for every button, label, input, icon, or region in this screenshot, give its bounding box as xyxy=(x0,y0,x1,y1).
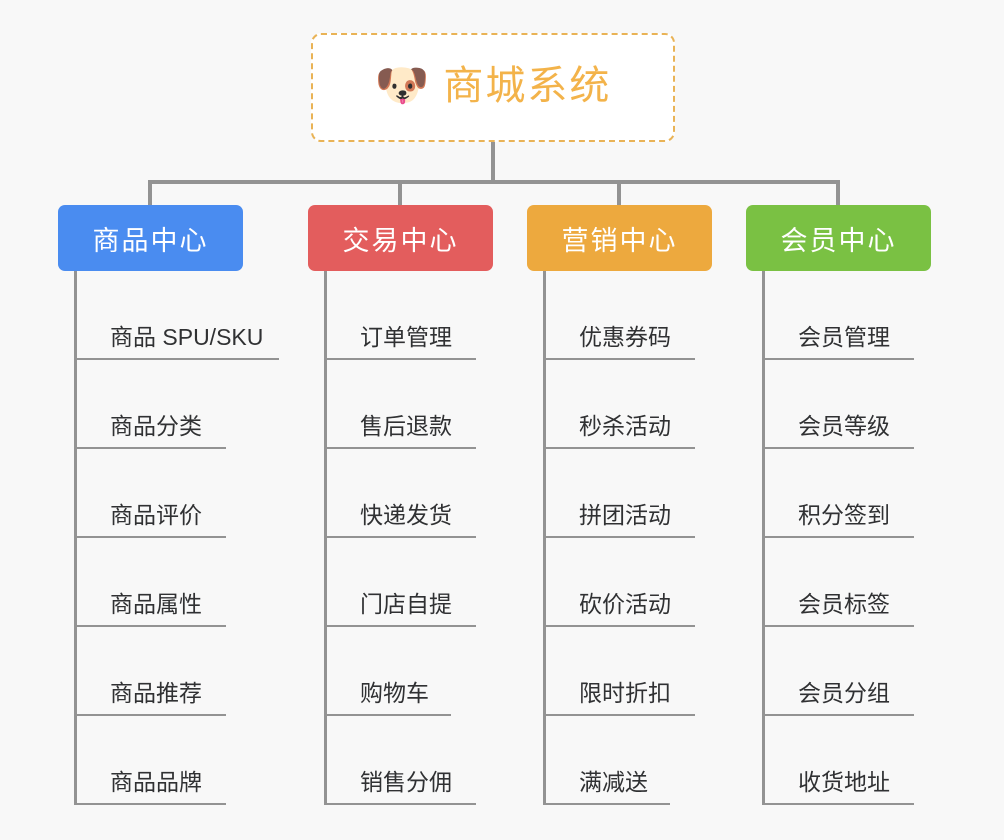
leaf-item-label: 销售分佣 xyxy=(360,769,452,795)
leaf-item[interactable]: 会员管理 xyxy=(762,271,924,360)
leaf-item[interactable]: 限时折扣 xyxy=(543,627,705,716)
leaf-item-underline xyxy=(762,625,914,627)
leaf-item-label: 商品推荐 xyxy=(110,680,202,706)
connector-drop-product-center xyxy=(148,180,152,205)
leaf-item-label: 限时折扣 xyxy=(579,680,671,706)
leaf-item-underline xyxy=(762,358,914,360)
leaf-item[interactable]: 砍价活动 xyxy=(543,538,705,627)
leaf-item-label: 会员分组 xyxy=(798,680,890,706)
leaf-item[interactable]: 快递发货 xyxy=(324,449,486,538)
leaf-item-label: 会员等级 xyxy=(798,413,890,439)
category-box-label: 交易中心 xyxy=(342,225,459,256)
leaf-item[interactable]: 商品分类 xyxy=(74,360,236,449)
connector-root-stem xyxy=(491,142,495,184)
column-spine-member-center xyxy=(762,271,765,805)
leaf-item-label: 砍价活动 xyxy=(579,591,671,617)
connector-drop-member-center xyxy=(836,180,840,205)
leaf-item[interactable]: 商品 SPU/SKU xyxy=(74,271,289,360)
leaf-item-underline xyxy=(762,447,914,449)
leaf-item-underline xyxy=(762,803,914,805)
leaf-item[interactable]: 商品属性 xyxy=(74,538,236,627)
leaf-item[interactable]: 拼团活动 xyxy=(543,449,705,538)
leaf-item-label: 商品品牌 xyxy=(110,769,202,795)
leaf-item-label: 收货地址 xyxy=(798,769,890,795)
leaf-item-underline xyxy=(74,714,226,716)
category-box-trade-center[interactable]: 交易中心 xyxy=(308,205,493,271)
leaf-item[interactable]: 商品品牌 xyxy=(74,716,236,805)
leaf-item[interactable]: 订单管理 xyxy=(324,271,486,360)
leaf-item-label: 积分签到 xyxy=(798,502,890,528)
leaf-item-underline xyxy=(324,536,476,538)
column-spine-product-center xyxy=(74,271,77,805)
leaf-item[interactable]: 会员分组 xyxy=(762,627,924,716)
leaf-item-label: 会员标签 xyxy=(798,591,890,617)
leaf-item-label: 优惠券码 xyxy=(579,324,671,350)
connector-drop-trade-center xyxy=(398,180,402,205)
leaf-item-label: 售后退款 xyxy=(360,413,452,439)
leaf-item[interactable]: 会员标签 xyxy=(762,538,924,627)
leaf-item-underline xyxy=(324,447,476,449)
leaf-item-underline xyxy=(762,714,914,716)
leaf-item-underline xyxy=(543,536,695,538)
leaf-item-label: 拼团活动 xyxy=(579,502,671,528)
leaf-item[interactable]: 售后退款 xyxy=(324,360,486,449)
leaf-item-underline xyxy=(74,447,226,449)
leaf-item-underline xyxy=(74,358,279,360)
leaf-item-label: 订单管理 xyxy=(360,324,452,350)
leaf-item-underline xyxy=(543,714,695,716)
leaf-item-underline xyxy=(324,803,476,805)
column-spine-marketing-center xyxy=(543,271,546,805)
leaf-item-underline xyxy=(74,803,226,805)
column-member-center: 会员管理会员等级积分签到会员标签会员分组收货地址 xyxy=(762,271,992,805)
leaf-item[interactable]: 收货地址 xyxy=(762,716,924,805)
connector-drop-marketing-center xyxy=(617,180,621,205)
leaf-item[interactable]: 商品评价 xyxy=(74,449,236,538)
leaf-item-underline xyxy=(324,358,476,360)
leaf-item-underline xyxy=(324,625,476,627)
leaf-item-label: 会员管理 xyxy=(798,324,890,350)
leaf-item-underline xyxy=(74,625,226,627)
leaf-item-label: 秒杀活动 xyxy=(579,413,671,439)
column-marketing-center: 优惠券码秒杀活动拼团活动砍价活动限时折扣满减送 xyxy=(543,271,773,805)
leaf-item-underline xyxy=(324,714,451,716)
category-box-marketing-center[interactable]: 营销中心 xyxy=(527,205,712,271)
dog-face-icon: 🐶 xyxy=(374,60,430,110)
leaf-item-underline xyxy=(74,536,226,538)
category-box-member-center[interactable]: 会员中心 xyxy=(746,205,931,271)
leaf-item-label: 满减送 xyxy=(579,769,648,795)
leaf-item-underline xyxy=(543,625,695,627)
leaf-item-underline xyxy=(543,447,695,449)
leaf-item-label: 购物车 xyxy=(360,680,429,706)
leaf-item[interactable]: 销售分佣 xyxy=(324,716,486,805)
leaf-item[interactable]: 秒杀活动 xyxy=(543,360,705,449)
leaf-item-label: 商品属性 xyxy=(110,591,202,617)
category-box-label: 商品中心 xyxy=(92,225,209,256)
category-box-label: 营销中心 xyxy=(561,225,678,256)
leaf-item-label: 商品分类 xyxy=(110,413,202,439)
connector-horizontal-bar xyxy=(148,180,840,184)
category-box-label: 会员中心 xyxy=(780,225,897,256)
root-node-content: 🐶 商城系统 xyxy=(374,60,612,110)
leaf-item-label: 商品评价 xyxy=(110,502,202,528)
leaf-item[interactable]: 购物车 xyxy=(324,627,461,716)
leaf-item-underline xyxy=(543,358,695,360)
leaf-item-underline xyxy=(762,536,914,538)
leaf-item[interactable]: 满减送 xyxy=(543,716,680,805)
leaf-item-label: 商品 SPU/SKU xyxy=(110,324,264,350)
category-box-product-center[interactable]: 商品中心 xyxy=(58,205,243,271)
leaf-item[interactable]: 优惠券码 xyxy=(543,271,705,360)
leaf-item[interactable]: 门店自提 xyxy=(324,538,486,627)
leaf-item-label: 门店自提 xyxy=(360,591,452,617)
leaf-item-underline xyxy=(543,803,670,805)
root-node-mall-system[interactable]: 🐶 商城系统 xyxy=(311,33,675,142)
leaf-item[interactable]: 会员等级 xyxy=(762,360,924,449)
column-product-center: 商品 SPU/SKU 商品分类商品评价商品属性商品推荐商品品牌 xyxy=(74,271,304,805)
root-node-title: 商城系统 xyxy=(443,63,612,108)
leaf-item[interactable]: 积分签到 xyxy=(762,449,924,538)
leaf-item[interactable]: 商品推荐 xyxy=(74,627,236,716)
column-trade-center: 订单管理售后退款快递发货门店自提购物车销售分佣 xyxy=(324,271,554,805)
column-spine-trade-center xyxy=(324,271,327,805)
leaf-item-label: 快递发货 xyxy=(360,502,452,528)
